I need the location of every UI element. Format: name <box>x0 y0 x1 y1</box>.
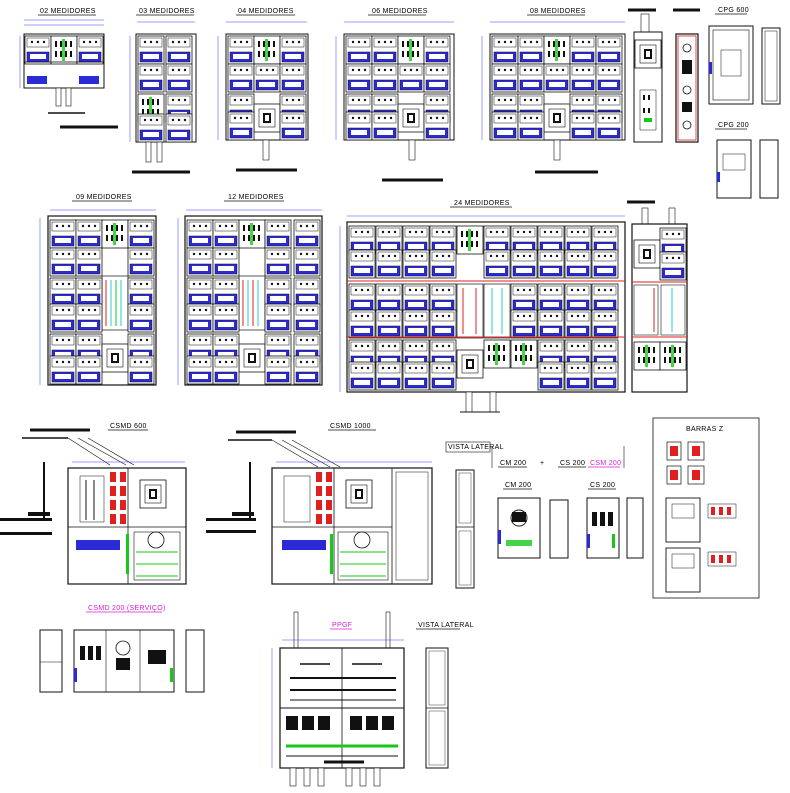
vista-lateral-csmd: VISTA LATERAL <box>445 441 504 589</box>
csmd-200-servico: CSMD 200 (SERVIÇO) <box>39 605 205 693</box>
label-vista-lateral: VISTA LATERAL <box>448 444 504 451</box>
label-02-medidores: 02 MEDIDORES <box>40 8 96 15</box>
label-cs-200-unit: CS 200 <box>590 482 615 489</box>
label-cm-200: CM 200 <box>500 460 526 467</box>
label-06-medidores: 06 MEDIDORES <box>372 8 428 15</box>
label-csmd-1000: CSMD 1000 <box>330 423 371 430</box>
cs-200: CS 200 <box>586 482 644 559</box>
panel-03-medidores: 03 MEDIDORES <box>129 8 197 174</box>
label-csm-200: CSM 200 <box>590 460 621 467</box>
label-cs-200: CS 200 <box>560 460 585 467</box>
panel-12-medidores: 12 MEDIDORES <box>177 194 323 386</box>
panel-24-medidores: 24 MEDIDORES <box>339 200 626 413</box>
label-cm-200-unit: CM 200 <box>505 482 531 489</box>
panel-column-unit <box>628 8 663 143</box>
cpg-200: CPG 200 <box>715 122 779 199</box>
label-plus: + <box>540 460 544 467</box>
label-barras-z: BARRAS Z <box>686 426 724 433</box>
cm-200: CM 200 <box>497 482 569 559</box>
panel-24-side <box>627 200 688 393</box>
panel-04-medidores: 04 MEDIDORES <box>217 8 309 172</box>
panel-red-unit <box>673 8 700 143</box>
vista-lateral-ppgf: VISTA LATERAL <box>416 622 474 769</box>
barras-z: BARRAS Z <box>652 417 760 599</box>
cpg-600: CPG 600 <box>708 7 781 105</box>
ppgf: PPGF <box>271 611 405 787</box>
panel-02-medidores: 02 MEDIDORES <box>19 8 118 129</box>
label-csmd-200-servico: CSMD 200 (SERVIÇO) <box>88 605 166 612</box>
label-ppgf: PPGF <box>332 622 352 629</box>
panel-08-medidores: 08 MEDIDORES <box>481 8 626 174</box>
label-cpg-600: CPG 600 <box>718 7 749 14</box>
cm-cs-csm-header: CM 200 + CS 200 CSM 200 <box>491 446 625 468</box>
panel-06-medidores: 06 MEDIDORES <box>335 8 455 182</box>
label-09-medidores: 09 MEDIDORES <box>76 194 132 201</box>
label-08-medidores: 08 MEDIDORES <box>530 8 586 15</box>
label-12-medidores: 12 MEDIDORES <box>228 194 284 201</box>
label-24-medidores: 24 MEDIDORES <box>454 200 510 207</box>
csmd-600: CSMD 600 <box>0 423 187 585</box>
panel-09-medidores: 09 MEDIDORES <box>39 194 157 386</box>
label-vista-lateral-2: VISTA LATERAL <box>418 622 474 629</box>
csmd-1000: CSMD 1000 <box>206 423 433 585</box>
label-csmd-600: CSMD 600 <box>110 423 147 430</box>
label-04-medidores: 04 MEDIDORES <box>238 8 294 15</box>
label-03-medidores: 03 MEDIDORES <box>139 8 195 15</box>
label-cpg-200: CPG 200 <box>718 122 749 129</box>
